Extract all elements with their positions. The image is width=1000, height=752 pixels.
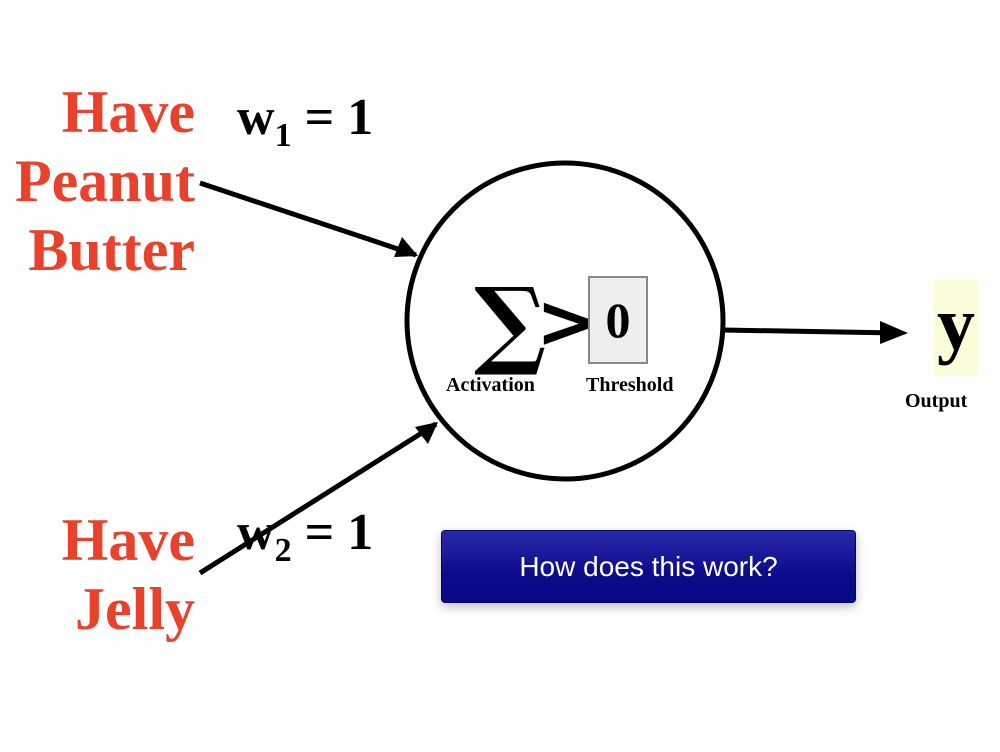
input-label-peanut-butter: Have Peanut Butter — [15, 78, 195, 285]
weight-2-base: w — [237, 504, 275, 561]
output-arrowhead — [880, 321, 908, 344]
threshold-value-box[interactable]: 0 — [588, 276, 648, 364]
input-1-line-1: Have — [61, 79, 195, 145]
sigma-icon: ∑ — [474, 266, 547, 379]
output-variable: y — [934, 280, 978, 376]
weight-1-value: = 1 — [291, 89, 374, 146]
weight-1-subscript: 1 — [274, 117, 292, 154]
input-1-arrowhead — [394, 237, 418, 257]
input-1-arrow — [199, 180, 417, 258]
weight-2-label: w2 = 1 — [237, 503, 373, 570]
input-2-line-1: Have — [61, 507, 195, 573]
activation-label: Activation — [446, 374, 535, 396]
input-1-line-2: Peanut — [15, 148, 195, 214]
weight-1-base: w — [237, 89, 275, 146]
output-label: Output — [905, 390, 968, 412]
output-arrow — [722, 327, 896, 336]
weight-2-subscript: 2 — [274, 532, 292, 569]
how-does-this-work-button[interactable]: How does this work? — [441, 530, 856, 603]
greater-than-operator: > — [536, 279, 599, 365]
input-2-arrow — [198, 421, 438, 576]
neuron-circle — [404, 160, 726, 482]
threshold-label: Threshold — [586, 374, 674, 396]
input-2-line-2: Jelly — [75, 576, 195, 642]
input-2-arrowhead — [415, 422, 438, 444]
input-label-jelly: Have Jelly — [62, 506, 195, 644]
weight-2-value: = 1 — [291, 504, 374, 561]
input-1-line-3: Butter — [28, 217, 195, 283]
weight-1-label: w1 = 1 — [237, 88, 373, 155]
